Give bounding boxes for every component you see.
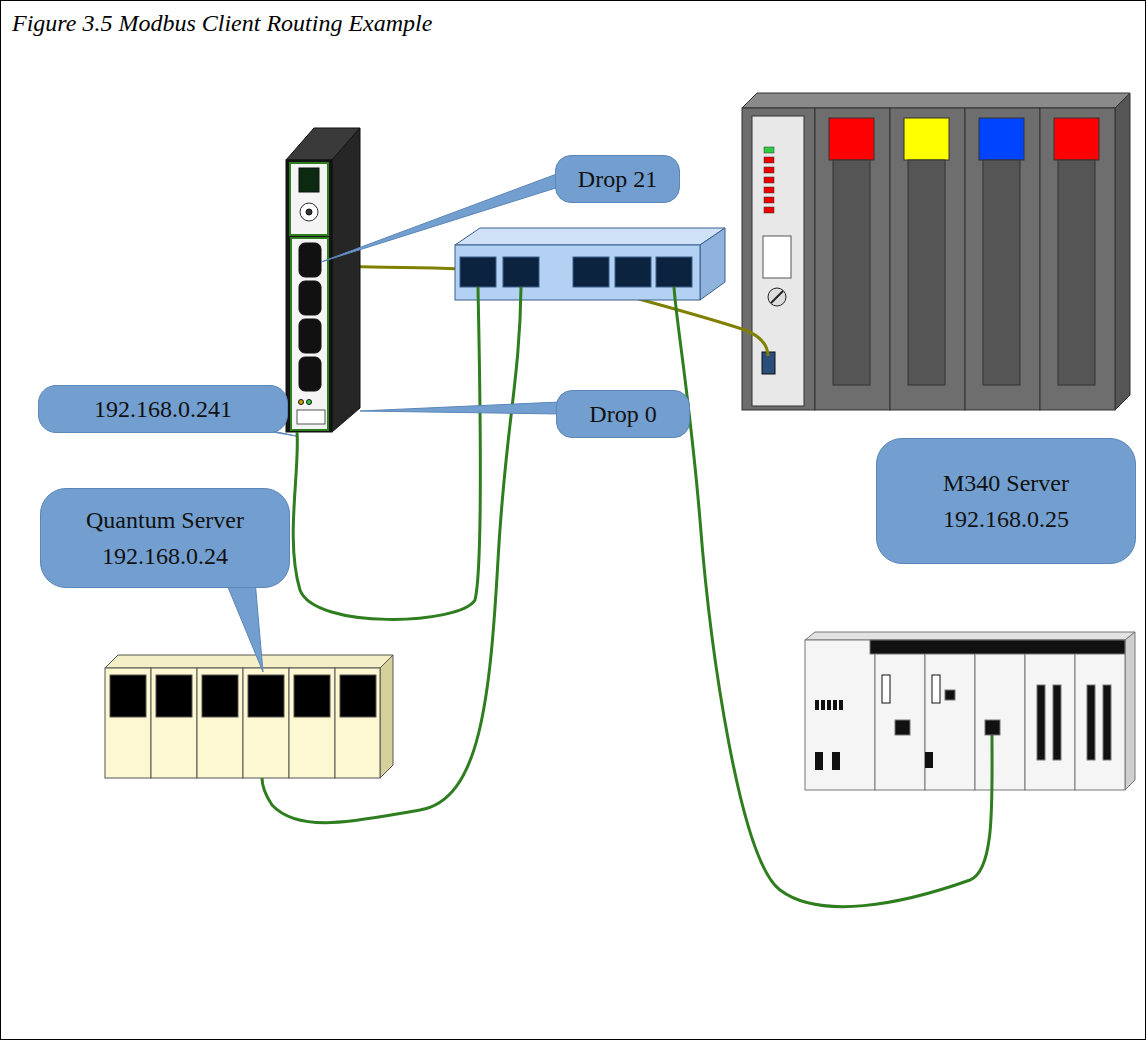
callout-bubble: Drop 0 xyxy=(556,390,690,438)
callout-bubble: Quantum Server 192.168.0.24 xyxy=(40,488,290,588)
callout-text: 192.168.0.241 xyxy=(94,391,232,427)
figure-title: Figure 3.5 Modbus Client Routing Example xyxy=(12,10,432,37)
callout-text: Drop 21 xyxy=(578,161,657,197)
callout-bubble: 192.168.0.241 xyxy=(38,385,288,433)
callout-text: Quantum Server 192.168.0.24 xyxy=(65,502,265,574)
callout-text: M340 Server 192.168.0.25 xyxy=(921,465,1091,537)
callout-bubble: Drop 21 xyxy=(555,155,680,203)
callout-bubble: M340 Server 192.168.0.25 xyxy=(876,438,1136,564)
callout-text: Drop 0 xyxy=(589,396,656,432)
